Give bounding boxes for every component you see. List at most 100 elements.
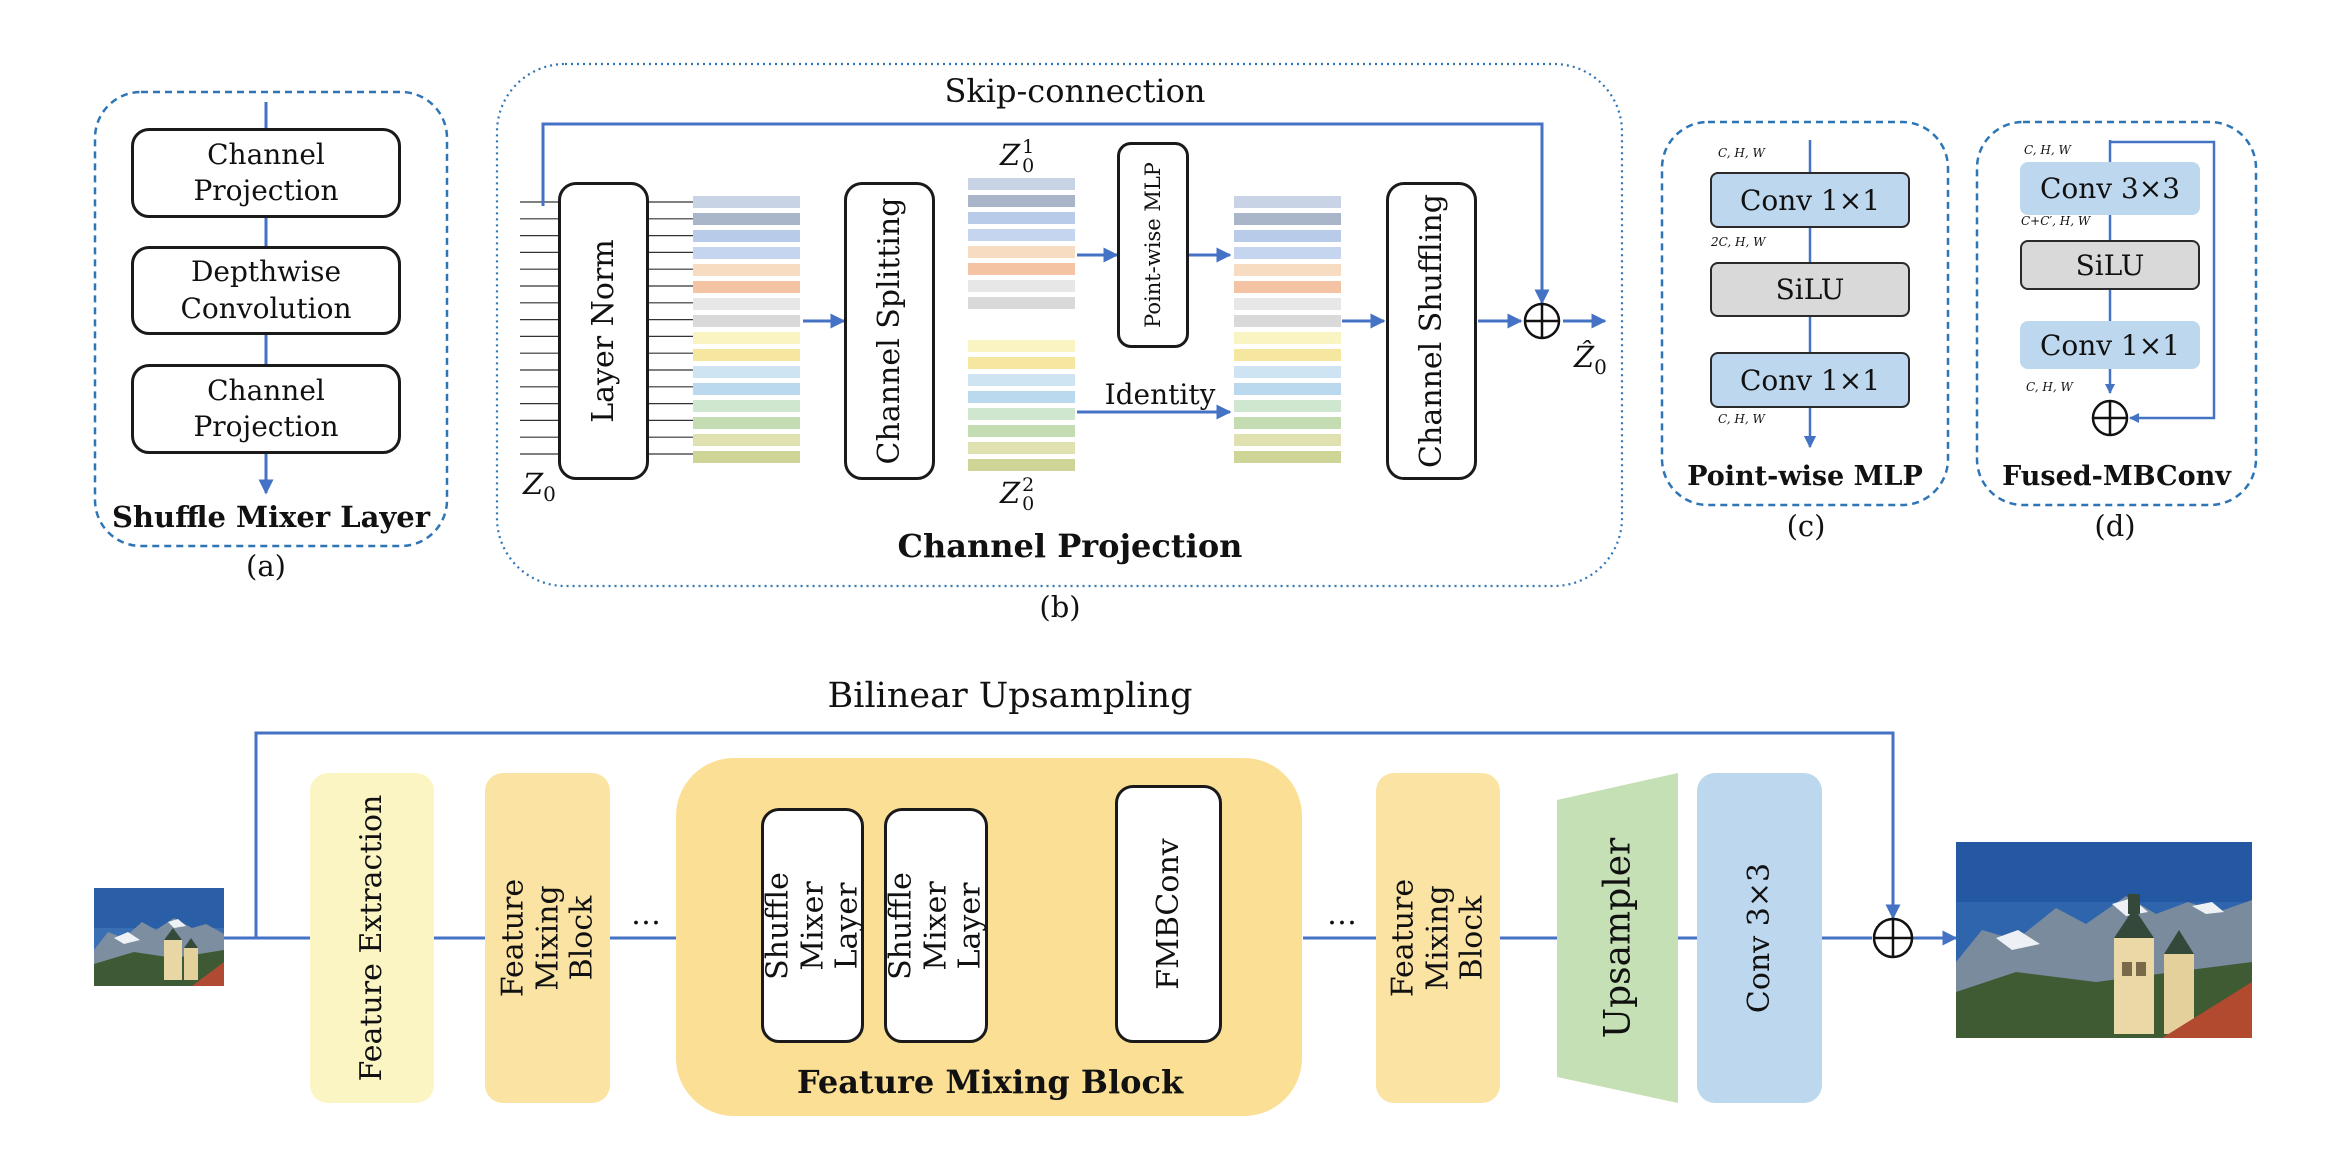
panel-c-conv-1: Conv 1×1 xyxy=(1710,172,1910,228)
feature-strips-normed xyxy=(693,196,800,468)
z0-hat-output-label: Ẑ0 xyxy=(1574,340,1607,379)
feature-strip xyxy=(968,425,1075,437)
feature-mixing-block-2-label: Feature Mixing Block xyxy=(1385,878,1490,998)
feature-mixing-block-2: Feature Mixing Block xyxy=(1376,773,1500,1103)
panel-a-title: Shuffle Mixer Layer xyxy=(111,500,431,534)
panel-d-dim-1: C, H, W xyxy=(2024,143,2071,157)
feature-strip xyxy=(693,434,800,446)
feature-strips-split-bottom xyxy=(968,340,1075,476)
feature-strip xyxy=(968,374,1075,386)
feature-strip xyxy=(693,400,800,412)
channel-splitting-label: Channel Splitting xyxy=(871,197,907,465)
feature-strip xyxy=(1234,349,1341,361)
panel-d-label: (d) xyxy=(2094,509,2136,543)
feature-strip xyxy=(968,408,1075,420)
panel-a-block-3: Channel Projection xyxy=(131,364,401,454)
feature-strip xyxy=(1234,400,1341,412)
panel-c-dim-1: C, H, W xyxy=(1718,146,1765,160)
norm-channel-lines xyxy=(649,201,693,455)
feature-strip xyxy=(968,263,1075,275)
panel-a-block-1: Channel Projection xyxy=(131,128,401,218)
pointwise-mlp-label: Point-wise MLP xyxy=(1140,162,1165,328)
feature-strip xyxy=(968,459,1075,471)
feature-strip xyxy=(968,357,1075,369)
panel-b-label: (b) xyxy=(1039,590,1081,624)
bilinear-upsampling-label: Bilinear Upsampling xyxy=(827,676,1193,716)
feature-strip xyxy=(693,417,800,429)
feature-strip xyxy=(693,298,800,310)
feature-strip xyxy=(968,297,1075,309)
panel-a-block-2: Depthwise Convolution xyxy=(131,246,401,335)
feature-strip xyxy=(693,349,800,361)
panel-c-conv-2: Conv 1×1 xyxy=(1710,352,1910,408)
upsampler-label: Upsampler xyxy=(1596,837,1638,1039)
fmbconv-block: FMBConv xyxy=(1115,785,1222,1043)
feature-mixing-block-1-label: Feature Mixing Block xyxy=(494,878,599,998)
layer-norm-label: Layer Norm xyxy=(585,239,621,423)
feature-mixing-block-title: Feature Mixing Block xyxy=(796,1063,1184,1101)
panel-c-silu: SiLU xyxy=(1710,262,1910,317)
shuffle-mixer-layer-1: Shuffle Mixer Layer xyxy=(760,808,864,1043)
feature-strip xyxy=(1234,315,1341,327)
pipeline-sum-out xyxy=(1872,917,1914,959)
panel-d-title: Fused-MBConv xyxy=(2002,460,2231,492)
feature-strip xyxy=(1234,434,1341,446)
panel-d-frame xyxy=(1975,120,2258,507)
feature-strips-split-top xyxy=(968,178,1075,314)
feature-strip xyxy=(1234,366,1341,378)
feature-strip xyxy=(1234,298,1341,310)
feature-strip xyxy=(1234,383,1341,395)
conv3x3-block: Conv 3×3 xyxy=(1697,773,1822,1103)
feature-strip xyxy=(1234,332,1341,344)
feature-strip xyxy=(693,247,800,259)
pointwise-mlp-block: Point-wise MLP xyxy=(1117,142,1189,348)
layer-norm-block: Layer Norm xyxy=(558,182,649,480)
panel-d-conv-1: Conv 3×3 xyxy=(2020,162,2200,215)
feature-strip xyxy=(693,281,800,293)
feature-strip xyxy=(693,366,800,378)
panel-b-arrows xyxy=(541,122,1607,420)
feature-strip xyxy=(968,391,1075,403)
feature-strip xyxy=(693,332,800,344)
panel-d-arrows xyxy=(2105,140,2216,423)
feature-strip xyxy=(693,230,800,242)
conv3x3-label: Conv 3×3 xyxy=(1741,862,1777,1014)
ellipsis-right: … xyxy=(1327,896,1357,932)
feature-strip xyxy=(968,212,1075,224)
feature-strip xyxy=(693,264,800,276)
shuffle-mixer-layer-2: Shuffle Mixer Layer xyxy=(883,808,988,1043)
panel-d-dim-3: C, H, W xyxy=(2026,380,2073,394)
shuffle-mixer-layer-2-label: Shuffle Mixer Layer xyxy=(883,871,988,980)
feature-strip xyxy=(1234,264,1341,276)
feature-strip xyxy=(968,442,1075,454)
feature-strip xyxy=(693,451,800,463)
channel-shuffling-block: Channel Shuffling xyxy=(1386,182,1477,480)
skip-connection-label: Skip-connection xyxy=(944,72,1206,110)
input-channel-lines xyxy=(520,201,558,455)
fmbconv-label: FMBConv xyxy=(1150,838,1186,990)
panel-b-sum xyxy=(1523,302,1561,340)
upsampler-label-holder: Upsampler xyxy=(1557,773,1678,1103)
output-image-scene xyxy=(1956,842,2252,1038)
feature-strip xyxy=(693,196,800,208)
feature-strip xyxy=(693,213,800,225)
feature-strip xyxy=(968,280,1075,292)
channel-splitting-block: Channel Splitting xyxy=(844,182,935,480)
feature-strip xyxy=(693,315,800,327)
panel-c-dim-3: C, H, W xyxy=(1718,412,1765,426)
feature-strip xyxy=(1234,196,1341,208)
panel-b-frame xyxy=(495,62,1624,588)
feature-strip xyxy=(968,340,1075,352)
feature-strip xyxy=(1234,213,1341,225)
z0-input-label: Z0 xyxy=(523,467,556,506)
upsampler-shape xyxy=(1557,773,1678,1103)
input-image-scene xyxy=(94,888,224,986)
feature-extraction-block: Feature Extraction xyxy=(310,773,434,1103)
feature-strip xyxy=(968,178,1075,190)
identity-label: Identity xyxy=(1104,377,1216,411)
channel-shuffling-label: Channel Shuffling xyxy=(1413,194,1449,468)
feature-extraction-label: Feature Extraction xyxy=(353,794,389,1082)
